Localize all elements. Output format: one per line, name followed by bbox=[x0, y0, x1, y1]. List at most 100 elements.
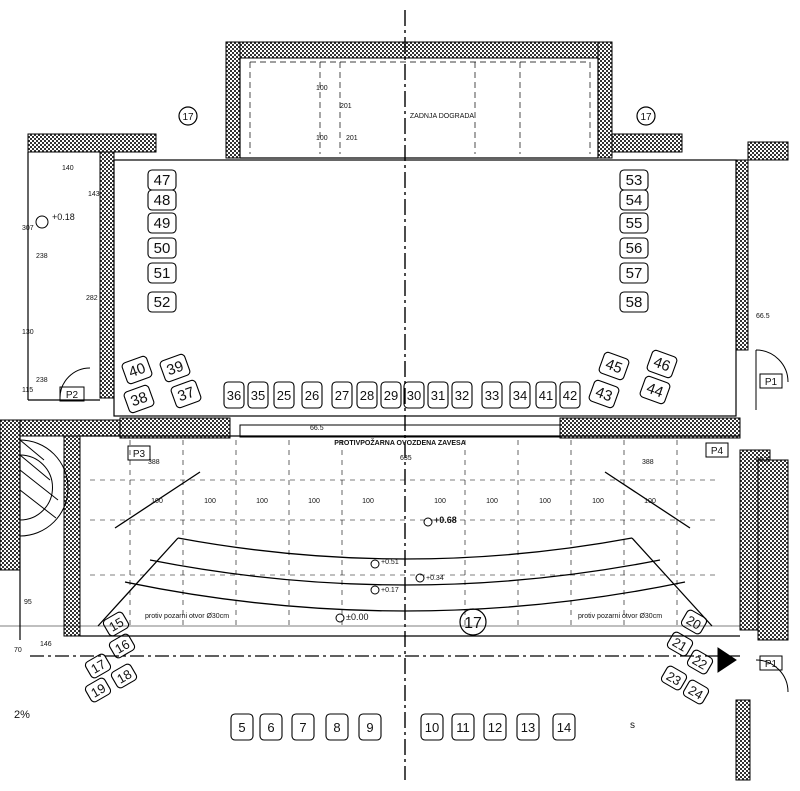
dim-665c: 66.5 bbox=[310, 425, 324, 432]
axis-label-top-left: 17 bbox=[182, 112, 194, 123]
seat-18[interactable]: 18 bbox=[110, 663, 138, 690]
seat-21[interactable]: 21 bbox=[666, 631, 694, 658]
dim-140: 140 bbox=[62, 165, 74, 172]
seat-41[interactable]: 41 bbox=[535, 381, 557, 409]
slope-label: 2% bbox=[14, 709, 30, 721]
dim-115: 115 bbox=[22, 387, 33, 394]
seat-number: 33 bbox=[485, 388, 499, 403]
seat-55[interactable]: 55 bbox=[619, 212, 649, 234]
seat-number: 43 bbox=[593, 384, 614, 406]
seat-44[interactable]: 44 bbox=[639, 375, 671, 405]
seat-6[interactable]: 6 bbox=[259, 713, 283, 741]
seat-33[interactable]: 33 bbox=[481, 381, 503, 409]
axis-marker-center bbox=[459, 608, 487, 636]
seat-43[interactable]: 43 bbox=[588, 379, 620, 409]
level-step2: +0.34 bbox=[426, 575, 444, 582]
seat-14[interactable]: 14 bbox=[552, 713, 576, 741]
seat-35[interactable]: 35 bbox=[247, 381, 269, 409]
seat-number: 30 bbox=[407, 388, 421, 403]
axis-marker-top-left bbox=[178, 106, 198, 126]
seat-number: 58 bbox=[626, 294, 643, 311]
seat-13[interactable]: 13 bbox=[516, 713, 540, 741]
door-p3: P3 bbox=[133, 449, 146, 460]
stage-dim-9: 100 bbox=[644, 498, 656, 505]
seat-32[interactable]: 32 bbox=[451, 381, 473, 409]
dim-388a: 388 bbox=[148, 459, 160, 466]
seat-number: 49 bbox=[154, 215, 171, 232]
dim-130: 130 bbox=[22, 329, 34, 336]
seat-53[interactable]: 53 bbox=[619, 169, 649, 191]
seat-54[interactable]: 54 bbox=[619, 189, 649, 211]
seat-number: 52 bbox=[154, 294, 171, 311]
seat-36[interactable]: 36 bbox=[223, 381, 245, 409]
seat-52[interactable]: 52 bbox=[147, 291, 177, 313]
seat-number: 12 bbox=[488, 720, 502, 735]
seat-47[interactable]: 47 bbox=[147, 169, 177, 191]
seat-30[interactable]: 30 bbox=[403, 381, 425, 409]
dim-238b: 238 bbox=[36, 377, 48, 384]
seat-24[interactable]: 24 bbox=[682, 679, 710, 706]
seat-8[interactable]: 8 bbox=[325, 713, 349, 741]
seat-20[interactable]: 20 bbox=[680, 609, 708, 636]
seat-19[interactable]: 19 bbox=[84, 677, 112, 704]
seat-58[interactable]: 58 bbox=[619, 291, 649, 313]
seat-50[interactable]: 50 bbox=[147, 237, 177, 259]
seat-10[interactable]: 10 bbox=[420, 713, 444, 741]
dim-100b: 100 bbox=[316, 135, 328, 142]
seat-number: 44 bbox=[644, 380, 665, 402]
seat-5[interactable]: 5 bbox=[230, 713, 254, 741]
seat-number: 57 bbox=[626, 265, 643, 282]
seat-12[interactable]: 12 bbox=[483, 713, 507, 741]
seat-number: 9 bbox=[366, 720, 373, 735]
seat-22[interactable]: 22 bbox=[686, 649, 714, 676]
dim-70: 70 bbox=[14, 647, 22, 654]
seat-15[interactable]: 15 bbox=[102, 611, 130, 638]
dim-95: 95 bbox=[24, 599, 32, 606]
dim-100a: 100 bbox=[316, 85, 328, 92]
seat-16[interactable]: 16 bbox=[108, 633, 136, 660]
seat-number: 35 bbox=[251, 388, 265, 403]
seat-number: 20 bbox=[684, 612, 704, 632]
dim-201b: 201 bbox=[346, 135, 358, 142]
seat-27[interactable]: 27 bbox=[331, 381, 353, 409]
seat-38[interactable]: 38 bbox=[123, 384, 155, 414]
seat-number: 21 bbox=[670, 634, 690, 654]
seat-number: 53 bbox=[626, 172, 643, 189]
seat-number: 40 bbox=[126, 360, 147, 382]
seat-49[interactable]: 49 bbox=[147, 212, 177, 234]
seat-11[interactable]: 11 bbox=[451, 713, 475, 741]
seat-39[interactable]: 39 bbox=[159, 353, 191, 383]
seat-46[interactable]: 46 bbox=[646, 349, 678, 379]
seat-number: 8 bbox=[333, 720, 340, 735]
level-floor: ±0.00 bbox=[346, 612, 368, 622]
seat-number: 55 bbox=[626, 215, 643, 232]
seat-number: 18 bbox=[114, 666, 134, 686]
seat-26[interactable]: 26 bbox=[301, 381, 323, 409]
seat-23[interactable]: 23 bbox=[660, 665, 688, 692]
stage-dim-1: 100 bbox=[204, 498, 216, 505]
seat-34[interactable]: 34 bbox=[509, 381, 531, 409]
seat-25[interactable]: 25 bbox=[273, 381, 295, 409]
seat-42[interactable]: 42 bbox=[559, 381, 581, 409]
dim-307: 307 bbox=[22, 225, 34, 232]
door-swings bbox=[59, 349, 789, 693]
seat-51[interactable]: 51 bbox=[147, 262, 177, 284]
seat-56[interactable]: 56 bbox=[619, 237, 649, 259]
seat-45[interactable]: 45 bbox=[598, 351, 630, 381]
seat-number: 19 bbox=[88, 680, 108, 700]
seat-number: 15 bbox=[106, 614, 126, 634]
seat-57[interactable]: 57 bbox=[619, 262, 649, 284]
seat-29[interactable]: 29 bbox=[380, 381, 402, 409]
dim-388b: 388 bbox=[642, 459, 654, 466]
seat-number: 56 bbox=[626, 240, 643, 257]
seat-number: 17 bbox=[88, 656, 108, 676]
seat-28[interactable]: 28 bbox=[356, 381, 378, 409]
seat-7[interactable]: 7 bbox=[291, 713, 315, 741]
seat-48[interactable]: 48 bbox=[147, 189, 177, 211]
seat-37[interactable]: 37 bbox=[170, 379, 202, 409]
seat-40[interactable]: 40 bbox=[121, 355, 153, 385]
stage-dim-5: 100 bbox=[434, 498, 446, 505]
seat-9[interactable]: 9 bbox=[358, 713, 382, 741]
seat-31[interactable]: 31 bbox=[427, 381, 449, 409]
seat-17[interactable]: 17 bbox=[84, 653, 112, 680]
